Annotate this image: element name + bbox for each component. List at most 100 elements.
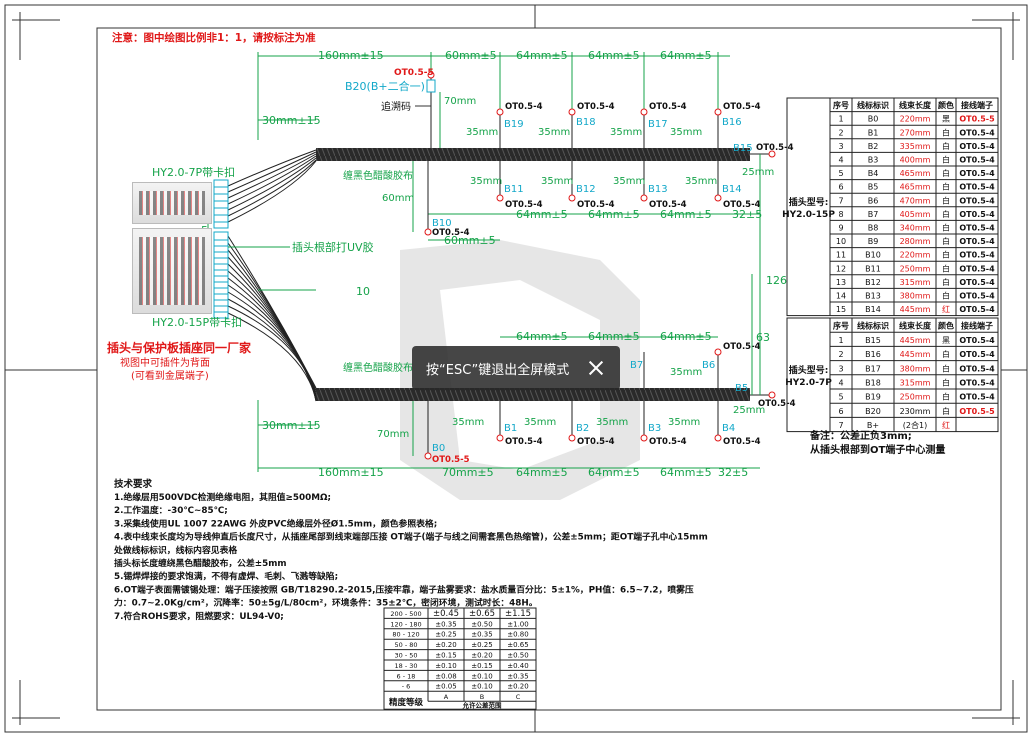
tag-b17: B17 <box>648 119 668 130</box>
tol-cell: ±0.35 <box>471 631 492 639</box>
table7-cell: 315mm <box>900 379 931 388</box>
table15-side-label-1: 插头型号: <box>789 196 829 208</box>
dim-35-d4: 35mm <box>685 176 717 187</box>
connector-7p-photo <box>132 182 212 224</box>
tech-line: 6.OT端子表面需镀锡处理：端子压接按照 GB/T18290.2-2015,压接… <box>114 583 694 595</box>
b2-ot: OT0.5-4 <box>577 437 615 447</box>
dim-35-d2: 35mm <box>541 176 573 187</box>
dim-10: 10 <box>356 285 370 298</box>
table15-cell: 8 <box>838 210 843 219</box>
lower-dim-b1: 70mm±5 <box>442 466 494 479</box>
table15-cell: 465mm <box>900 169 931 178</box>
lower-dim-70: 70mm <box>377 429 409 440</box>
dim-126: 126 <box>766 274 787 287</box>
table7-cell: 2 <box>838 350 843 359</box>
tol-cell: ±0.20 <box>507 683 528 691</box>
tol-cell: ±0.40 <box>507 662 528 670</box>
upper-dim-60: 60mm±5 <box>445 49 497 62</box>
upper-top-branches: OT0.5-4 OT0.5-4 OT0.5-4 OT0.5-4 B19 B18 … <box>466 102 761 148</box>
tol-cell: ±0.25 <box>471 641 492 649</box>
table15-cell: 白 <box>942 209 950 219</box>
table15-cell: 9 <box>838 224 843 233</box>
table15-cell: 13 <box>836 278 846 287</box>
table15-side-label-2: HY2.0-15P <box>782 210 835 220</box>
b19-ot: OT0.5-4 <box>505 102 543 112</box>
table15-cell: 445mm <box>900 305 931 314</box>
table15-cell: B11 <box>865 264 881 273</box>
lower-harness: 缠黑色醋酸胶布 64mm±5 64mm±5 64mm±5 OT0.5-4 B7 … <box>257 330 796 479</box>
lower-wire-tube-texture <box>316 388 750 401</box>
tol-cell: ±0.50 <box>471 620 492 628</box>
tol-cell: ±0.25 <box>435 631 456 639</box>
tol-cell: 200 - 500 <box>390 610 421 618</box>
b5-ot: OT0.5-4 <box>758 399 796 409</box>
fuse-label: 追溯码 <box>381 100 411 113</box>
tag-b11: B11 <box>504 184 524 195</box>
table15-cell: OT0.5-4 <box>959 142 995 151</box>
table15-cell: OT0.5-4 <box>959 292 995 301</box>
table15-cell: B8 <box>868 224 879 233</box>
tag-b7: B7 <box>630 360 643 371</box>
lower-dim-b5: 32±5 <box>718 466 748 479</box>
tag-b4: B4 <box>722 423 735 434</box>
upper-dim-64c: 64mm±5 <box>660 49 712 62</box>
lower-tube-label: 缠黑色醋酸胶布 <box>343 361 413 374</box>
table15-cell: 4 <box>838 156 843 165</box>
table15-cell: 400mm <box>900 156 931 165</box>
upper-dim-b2: 64mm±5 <box>588 208 640 221</box>
b12-ot: OT0.5-4 <box>577 200 615 210</box>
tol-cell: ±0.10 <box>471 683 492 691</box>
table7-cell: 4 <box>838 379 843 388</box>
table15-cell: 6 <box>838 183 843 192</box>
tol-grade-label: 精度等级 <box>389 697 424 708</box>
table7-header: 序号 <box>833 321 849 331</box>
tag-b14: B14 <box>722 184 742 195</box>
table15-cell: 220mm <box>900 115 931 124</box>
table15-cell: 红 <box>942 304 950 314</box>
table7-cell: OT0.5-4 <box>959 364 995 373</box>
lower-dim-35-4: 35mm <box>668 417 700 428</box>
tech-line: 2.工作温度：-30℃~85℃; <box>114 504 228 516</box>
tol-cell: ±0.65 <box>469 609 495 619</box>
conn7-label: HY2.0-7P带卡扣 <box>152 165 235 179</box>
tol-cell: ±0.45 <box>433 609 459 619</box>
table15-cell: B0 <box>868 115 879 124</box>
tol-cell: ±0.35 <box>507 672 528 680</box>
table15-cell: 白 <box>942 236 950 246</box>
tol-cell: ±0.35 <box>435 620 456 628</box>
tol-grade: C <box>516 693 521 701</box>
tol-cell: 18 - 30 <box>394 662 417 670</box>
table7-cell: B17 <box>865 364 881 373</box>
table15-cell: 335mm <box>900 142 931 151</box>
tol-cell: ±1.15 <box>505 609 531 619</box>
table15-cell: 10 <box>836 237 846 246</box>
tol-cell: 120 - 180 <box>390 620 421 628</box>
table15-cell: 280mm <box>900 237 931 246</box>
b4-ot: OT0.5-4 <box>723 437 761 447</box>
tag-b19: B19 <box>504 119 524 130</box>
uv-label: 插头根部打UV胶 <box>292 240 374 254</box>
tol-cell: ±0.65 <box>507 641 528 649</box>
table7-cell: B18 <box>865 379 881 388</box>
b11-ot: OT0.5-4 <box>505 200 543 210</box>
connector-15p-pins <box>214 239 228 313</box>
tol-cell: ±0.05 <box>435 683 456 691</box>
table7-cell: 445mm <box>900 350 931 359</box>
tol-cell: ±0.15 <box>471 662 492 670</box>
tol-footer: 允许公差范围 <box>462 701 503 710</box>
fanout-wires <box>227 149 317 402</box>
table7-cell: 红 <box>942 420 950 430</box>
upper-harness: 160mm±15 60mm±5 64mm±5 64mm±5 64mm±5 OT0… <box>257 49 794 247</box>
table15-header: 接线端子 <box>961 100 993 110</box>
b20-label: B20(B+二合一) <box>345 79 425 93</box>
table15-cell: B9 <box>868 237 879 246</box>
table15-cell: 405mm <box>900 210 931 219</box>
close-icon[interactable] <box>586 358 606 378</box>
dim-35-u4: 35mm <box>670 127 702 138</box>
dim-35-u1: 35mm <box>466 127 498 138</box>
table7-cell: B+ <box>867 421 879 430</box>
table7-cell: (2合1) <box>903 420 927 430</box>
table7-cell: OT0.5-4 <box>959 379 995 388</box>
lower-dim-b3: 64mm±5 <box>588 466 640 479</box>
lower-dim-35-3: 35mm <box>596 417 628 428</box>
